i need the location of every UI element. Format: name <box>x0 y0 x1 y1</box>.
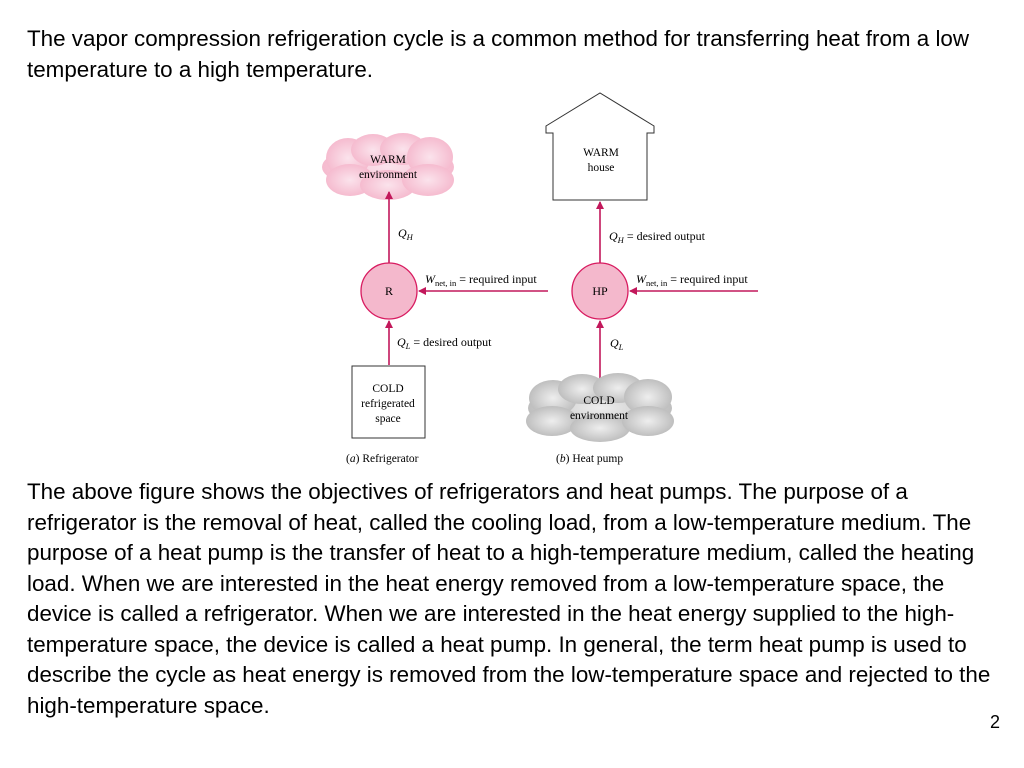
page-number: 2 <box>990 712 1001 732</box>
cold-space-label-1: COLD <box>372 383 403 395</box>
heat-pump-device-label: HP <box>592 284 608 298</box>
cold-refrigerated-space-box <box>351 365 426 439</box>
cold-space-label-2: refrigerated <box>361 398 415 410</box>
warm-environment-cloud <box>322 133 454 200</box>
refrigerator-work-label: Wnet, in= required input <box>425 272 537 288</box>
cold-environment-cloud <box>526 373 674 442</box>
heat-pump-caption: (b) Heat pump <box>556 453 623 465</box>
refrigerator-ql-label: QL= desired output <box>397 335 492 351</box>
refrigerator-caption: (a) Refrigerator <box>346 453 419 465</box>
heat-pump-ql-label: QL <box>610 336 624 352</box>
warm-house-label-1: WARM <box>583 147 619 159</box>
warm-environment-label-2: environment <box>359 169 418 181</box>
heat-pump-device <box>571 262 629 320</box>
heat-pump-qh-label: QH= desired output <box>609 229 706 245</box>
heat-pump-work-label: Wnet, in= required input <box>636 272 748 288</box>
warm-house-icon <box>545 92 655 201</box>
warm-house-label-2: house <box>588 162 615 174</box>
cold-environment-label-1: COLD <box>583 395 614 407</box>
warm-environment-label-1: WARM <box>370 154 406 166</box>
refrigerator-qh-label: QH <box>398 226 414 242</box>
cold-space-label-3: space <box>375 413 401 425</box>
body-paragraph: The above figure shows the objectives of… <box>27 479 991 718</box>
refrigerator-device <box>360 262 418 320</box>
intro-paragraph: The vapor compression refrigeration cycl… <box>27 26 970 82</box>
refrigerator-device-label: R <box>385 284 393 298</box>
cold-environment-label-2: environment <box>570 410 629 422</box>
